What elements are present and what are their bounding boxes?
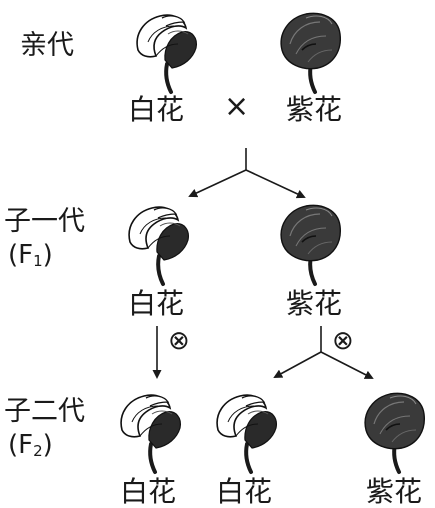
f2-purple-flower-label: 紫花 [366,475,423,508]
f1-symbol-label: (F1) [8,240,53,270]
parent-purple-flower-icon [279,11,343,94]
arrow-to-f1-white [188,169,247,198]
f1-white-flower-icon [127,205,191,286]
f1-purple-flower-label: 紫花 [286,287,343,320]
f2-purple-flower-icon [363,391,427,474]
parent-white-flower-icon [135,13,199,94]
parent-purple-flower-label: 紫花 [286,93,343,126]
f1-white-flower-label: 白花 [128,287,185,320]
self-cross-symbol-left: ⊗ [168,326,190,356]
parent-white-flower-label: 白花 [128,93,185,126]
f2-white-flower-icon-2 [215,393,279,474]
f2-symbol-label: (F2) [8,430,53,460]
parent-generation-label: 亲代 [20,30,74,61]
f1-generation-label: 子一代 [4,206,85,237]
f1-purple-flower-icon [279,203,343,286]
cross-symbol: × [224,89,250,124]
arrow-to-f2-purple [320,351,374,379]
f2-white-flower-label-2: 白花 [216,475,273,508]
arrow-to-f2-white-from-purple [273,351,322,378]
f2-generation-label: 子二代 [4,396,85,427]
f2-white-flower-icon-1 [119,393,183,474]
arrow-to-f1-purple [245,169,306,199]
f2-white-flower-label-1: 白花 [120,475,177,508]
self-cross-symbol-right: ⊗ [332,326,354,356]
